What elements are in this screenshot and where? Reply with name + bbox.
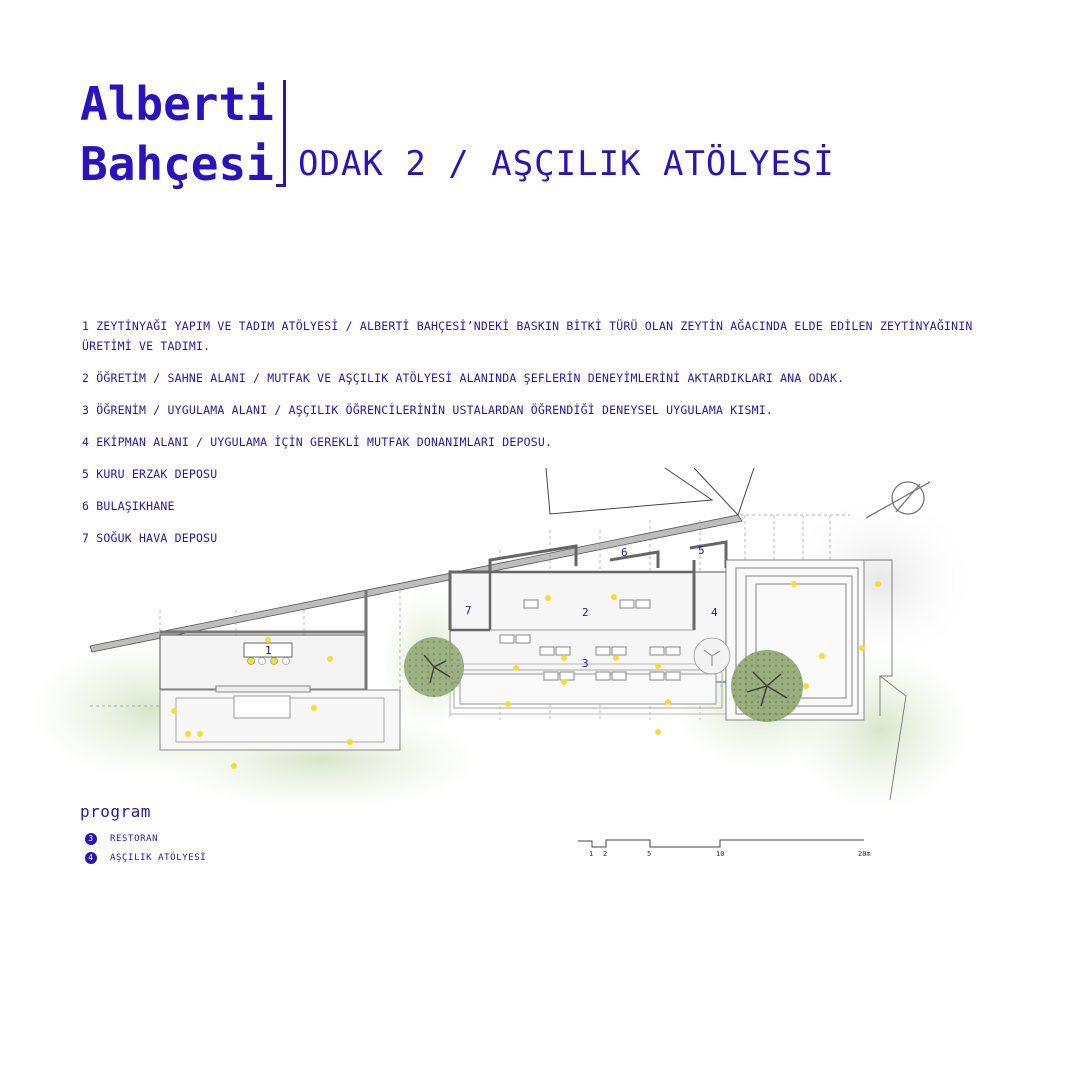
room-label-5: 5 bbox=[698, 544, 705, 557]
north-arrow-icon bbox=[865, 481, 931, 519]
program-legend: program 3 RESTORAN 4 AŞÇILIK ATÖLYESİ bbox=[80, 802, 340, 867]
room-label-7: 7 bbox=[465, 604, 472, 617]
program-item-label: RESTORAN bbox=[110, 833, 159, 844]
diagonal-wall bbox=[89, 514, 743, 653]
room-description-5: 5 KURU ERZAK DEPOSU bbox=[82, 467, 218, 481]
scale-label: 1 bbox=[589, 850, 593, 858]
scale-label: 2 bbox=[603, 850, 607, 858]
building-left bbox=[159, 590, 401, 751]
scale-bar: 1 2 5 10 20m bbox=[578, 839, 871, 858]
title-line-1: Alberti bbox=[80, 77, 274, 131]
room-description-7: 7 SOĞUK HAVA DEPOSU bbox=[82, 531, 218, 545]
title-bracket bbox=[276, 80, 286, 187]
room-label-1: 1 bbox=[265, 644, 272, 657]
building-center bbox=[448, 540, 729, 715]
title-block: Alberti Bahçesi ODAK 2 / AŞÇILIK ATÖLYES… bbox=[80, 74, 840, 194]
room-description-3: 3 ÖĞRENİM / UYGULAMA ALANI / AŞÇILIK ÖĞR… bbox=[82, 403, 773, 417]
room-description-6: 6 BULAŞIKHANE bbox=[82, 499, 175, 513]
room-label-2: 2 bbox=[582, 606, 589, 619]
page-title: Alberti Bahçesi bbox=[80, 74, 274, 194]
room-label-6: 6 bbox=[621, 546, 628, 559]
room-label-3: 3 bbox=[582, 657, 589, 670]
room-labels: 1 2 3 4 5 6 7 bbox=[265, 544, 718, 670]
scale-label: 5 bbox=[647, 850, 651, 858]
people-figures bbox=[171, 581, 881, 769]
room-description-4: 4 EKİPMAN ALANI / UYGULAMA İÇİN GEREKLİ … bbox=[82, 435, 553, 449]
scale-label: 20m bbox=[858, 850, 871, 858]
program-item: 4 AŞÇILIK ATÖLYESİ bbox=[80, 848, 340, 867]
program-number-badge: 3 bbox=[85, 832, 97, 845]
program-item-label: AŞÇILIK ATÖLYESİ bbox=[110, 852, 207, 863]
room-description-2: 2 ÖĞRETİM / SAHNE ALANI / MUTFAK VE AŞÇI… bbox=[82, 371, 845, 385]
tree-outline-icon bbox=[693, 637, 731, 675]
tree-icon bbox=[404, 637, 464, 697]
scale-label: 10 bbox=[716, 850, 724, 858]
title-line-2: Bahçesi bbox=[80, 137, 274, 191]
page-subtitle: ODAK 2 / AŞÇILIK ATÖLYESİ bbox=[298, 144, 835, 184]
program-number-badge: 4 bbox=[85, 851, 97, 864]
room-description-1: 1 ZEYTİNYAĞI YAPIM VE TADIM ATÖLYESİ / A… bbox=[82, 319, 973, 353]
program-item: 3 RESTORAN bbox=[80, 829, 340, 848]
floor-plan: 1 2 3 4 5 6 7 bbox=[30, 467, 980, 810]
site-boundary-lines bbox=[545, 467, 755, 516]
room-label-4: 4 bbox=[711, 606, 718, 619]
room-description-list: 1 ZEYTİNYAĞI YAPIM VE TADIM ATÖLYESİ / A… bbox=[82, 316, 992, 560]
tree-icon bbox=[731, 650, 803, 722]
program-title: program bbox=[80, 802, 151, 821]
